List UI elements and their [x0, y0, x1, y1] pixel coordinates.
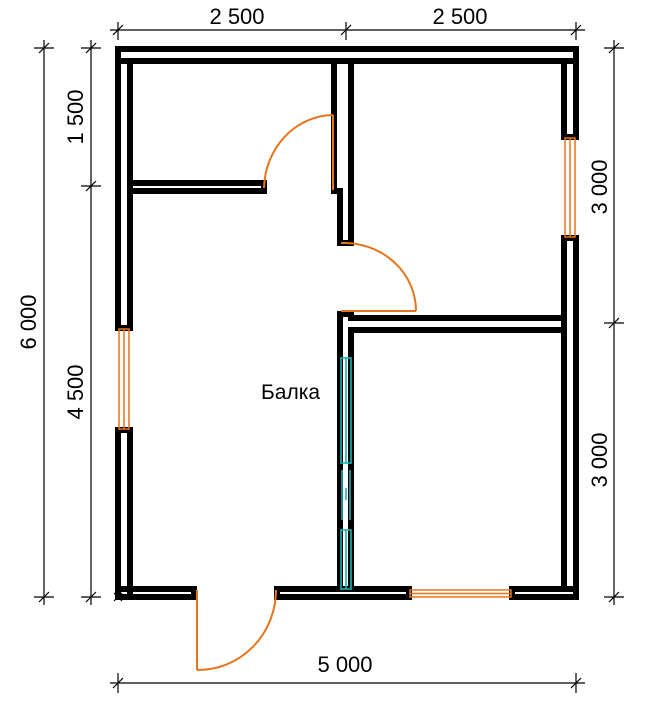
dimension-labels: 2 500 2 500 5 000 6 000 1 500 4 500 3 00… [16, 4, 612, 677]
wall-inner-top-left [127, 180, 267, 194]
wall-left-lower [115, 427, 133, 600]
door-middle [340, 241, 418, 312]
doors [196, 114, 418, 672]
dim-top-right: 2 500 [432, 4, 487, 29]
dim-right-upper: 3 000 [587, 159, 612, 214]
window-right [564, 137, 576, 238]
wall-inner-vertical-lower [337, 311, 567, 592]
door-entrance [196, 589, 277, 672]
dim-right-lower: 3 000 [587, 432, 612, 487]
walls [115, 46, 579, 600]
windows [118, 137, 576, 598]
wall-inner-vertical-top [331, 58, 354, 246]
corner-mark [113, 592, 123, 602]
dim-left-upper: 1 500 [63, 89, 88, 144]
wall-left-upper [115, 58, 133, 331]
window-bottom [409, 589, 512, 598]
wall-top [115, 46, 579, 64]
beam-label: Балка [261, 381, 320, 404]
wall-bottom-1 [115, 586, 197, 600]
beam [340, 357, 352, 590]
dim-bottom-total: 5 000 [317, 652, 372, 677]
dim-left-lower: 4 500 [63, 364, 88, 419]
wall-bottom-3 [509, 586, 579, 600]
window-left [118, 328, 130, 430]
dim-left-total: 6 000 [16, 294, 41, 349]
door-top-left [263, 114, 334, 190]
wall-right-upper [561, 58, 579, 140]
dim-top-left: 2 500 [209, 4, 264, 29]
wall-right-lower [561, 235, 579, 592]
dimension-lines [34, 22, 624, 693]
